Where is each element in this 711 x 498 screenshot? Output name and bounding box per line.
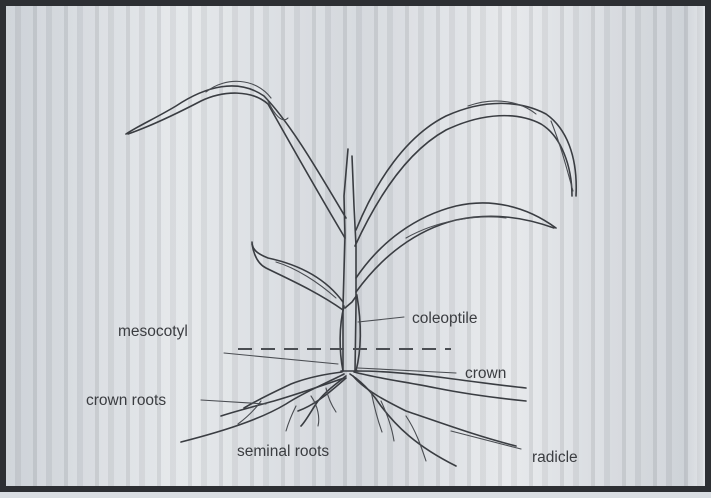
- crown-leader: [358, 368, 456, 373]
- leaf-lower-left: [252, 242, 343, 310]
- leaf-middle-right: [356, 203, 556, 292]
- coleoptile-leader: [358, 317, 404, 322]
- label-crown: crown: [465, 365, 506, 382]
- stem: [341, 149, 358, 371]
- mesocotyl-leader: [224, 353, 338, 364]
- radicle-leader: [451, 431, 521, 449]
- roots: [181, 371, 526, 466]
- corn-seedling-diagram: mesocotyl coleoptile crown crown roots s…: [6, 6, 711, 498]
- label-crown-roots: crown roots: [86, 392, 166, 409]
- label-radicle: radicle: [532, 449, 578, 466]
- label-seminal-roots: seminal roots: [237, 443, 329, 460]
- leaf-upper-left: [126, 81, 346, 238]
- label-mesocotyl: mesocotyl: [118, 323, 188, 340]
- label-coleoptile: coleoptile: [412, 310, 478, 327]
